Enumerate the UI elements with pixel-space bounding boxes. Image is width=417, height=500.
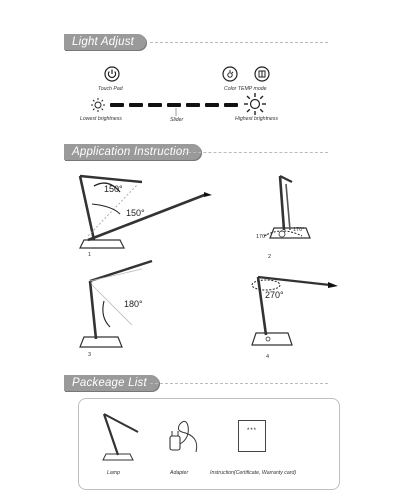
angle-label: 150°: [104, 184, 123, 194]
step-number: 3: [88, 352, 92, 358]
step-number: 1: [88, 252, 92, 258]
mode-icon: [254, 66, 270, 82]
angle-label: 180°: [124, 299, 143, 309]
angle-label: 270°: [265, 290, 284, 300]
step-number: 2: [268, 254, 272, 260]
instruction-label: Instruction(Certificate, Warranty card): [210, 470, 297, 476]
color-temp-label: Color TEMP mode: [224, 86, 267, 92]
slider-pointer: [175, 108, 177, 116]
lowest-brightness-label: Lowest brightness: [80, 116, 122, 122]
lamp-icon: [102, 413, 139, 461]
angle-label: 170°: [256, 234, 268, 240]
high-brightness-icon: [244, 93, 266, 115]
low-brightness-icon: [91, 98, 105, 112]
lamp-diagram-step-2: [263, 175, 311, 239]
section-title-package-list: Packeage List: [64, 375, 159, 391]
brightness-slider[interactable]: [110, 102, 240, 108]
lamp-diagram-step-1: [78, 174, 212, 249]
highest-brightness-label: Highest brightness: [235, 116, 278, 122]
step-number: 4: [266, 354, 270, 360]
section-divider: [150, 383, 328, 384]
package-list-box: [78, 398, 340, 490]
section-title-application-instruction: Application Instruction: [64, 144, 202, 160]
angle-label: 170°: [293, 227, 305, 233]
lamp-diagram-step-3: [79, 259, 153, 348]
slider-label: Slider: [170, 117, 184, 123]
adapter-label: Adapter: [170, 470, 189, 476]
lamp-label: Lamp: [107, 470, 120, 476]
adapter-icon: [169, 420, 198, 453]
color-temp-icon: [222, 66, 238, 82]
lamp-diagram-step-4: [251, 275, 338, 346]
power-icon: [104, 66, 120, 82]
touch-pad-label: Touch Pad: [98, 86, 123, 92]
section-title-light-adjust: Light Adjust: [64, 34, 147, 50]
angle-label: 150°: [126, 208, 145, 218]
section-divider: [178, 152, 328, 153]
section-divider: [150, 42, 328, 43]
instruction-card-icon: ***: [238, 420, 266, 452]
